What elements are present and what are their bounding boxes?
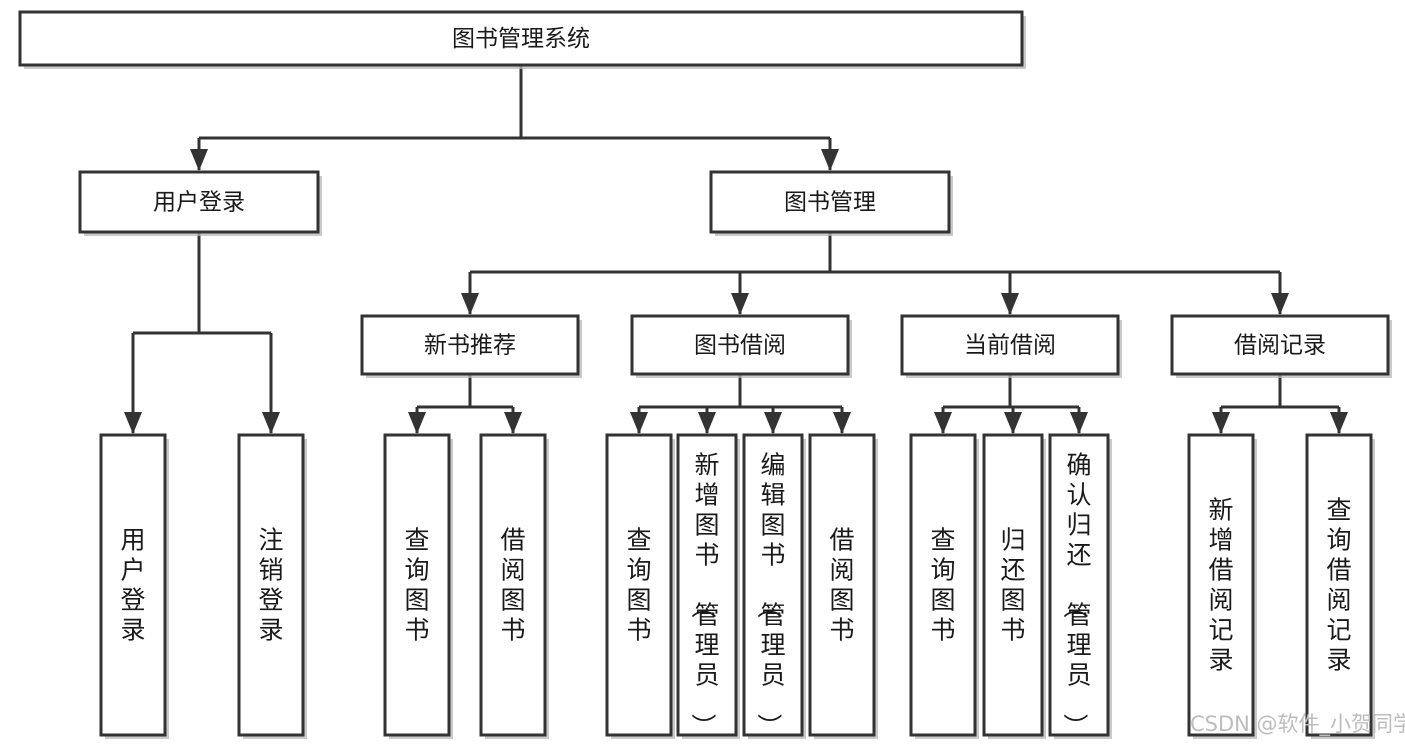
node-label: 当前借阅 xyxy=(964,333,1056,359)
node-label: 注销登录 xyxy=(258,525,283,644)
arrow-head-icon xyxy=(1001,293,1019,315)
csdn-watermark: CSDN @软件_小贺同学 xyxy=(1190,712,1405,737)
arrow-head-icon xyxy=(262,412,280,434)
node-leaf-12[interactable]: 查询借阅记录 xyxy=(1305,433,1375,739)
node-rect[interactable] xyxy=(18,10,1024,67)
node-level2-0[interactable]: 用户登录 xyxy=(78,170,322,236)
node-leaf-2[interactable]: 查询图书 xyxy=(383,433,453,739)
node-rect[interactable] xyxy=(479,433,547,737)
arrow-head-icon xyxy=(124,412,142,434)
node-label: 查询图书 xyxy=(404,525,429,644)
node-label: 确认归还（管理员） xyxy=(1060,450,1091,738)
node-label: 查询图书 xyxy=(626,525,651,644)
arrow-head-icon xyxy=(190,149,208,171)
node-label: 借阅图书 xyxy=(829,525,854,644)
arrow-head-icon xyxy=(698,412,716,434)
arrow-head-icon xyxy=(1070,412,1088,434)
node-level3-0[interactable]: 新书推荐 xyxy=(360,314,582,378)
node-level3-1[interactable]: 图书借阅 xyxy=(630,314,852,378)
arrow-head-icon xyxy=(1004,412,1022,434)
node-rect[interactable] xyxy=(99,433,167,737)
node-label: 用户登录 xyxy=(120,525,145,644)
arrow-head-icon xyxy=(934,412,952,434)
node-rect[interactable] xyxy=(909,433,977,737)
arrow-head-icon xyxy=(731,293,749,315)
node-label: 图书管理系统 xyxy=(452,26,590,52)
node-rect[interactable] xyxy=(676,433,738,737)
arrow-head-icon xyxy=(821,149,839,171)
arrow-head-icon xyxy=(1212,412,1230,434)
node-rect[interactable] xyxy=(630,314,850,376)
node-leaf-10[interactable]: 确认归还（管理员） xyxy=(1048,433,1112,739)
node-leaf-7[interactable]: 借阅图书 xyxy=(808,433,878,739)
node-rect[interactable] xyxy=(237,433,305,737)
node-rect[interactable] xyxy=(709,170,951,234)
node-rect[interactable] xyxy=(1305,433,1373,737)
node-label: 归还图书 xyxy=(1000,525,1025,644)
node-label: 编辑图书（管理员） xyxy=(754,450,785,738)
node-rect[interactable] xyxy=(982,433,1044,737)
node-label: 查询图书 xyxy=(930,525,955,644)
node-rect[interactable] xyxy=(78,170,320,234)
node-rect[interactable] xyxy=(900,314,1120,376)
node-rect[interactable] xyxy=(605,433,673,737)
node-rect[interactable] xyxy=(742,433,804,737)
node-label: 借阅图书 xyxy=(500,525,525,644)
arrow-head-icon xyxy=(833,412,851,434)
node-label: 用户登录 xyxy=(153,190,245,216)
node-level3-2[interactable]: 当前借阅 xyxy=(900,314,1122,378)
node-rect[interactable] xyxy=(383,433,451,737)
node-label: 借阅记录 xyxy=(1234,333,1326,359)
node-label: 新书推荐 xyxy=(424,333,516,359)
node-rect[interactable] xyxy=(1187,433,1255,737)
arrow-head-icon xyxy=(630,412,648,434)
arrow-head-icon xyxy=(504,412,522,434)
node-leaf-6[interactable]: 编辑图书（管理员） xyxy=(742,433,806,739)
node-level3-3[interactable]: 借阅记录 xyxy=(1170,314,1392,378)
arrow-head-icon xyxy=(408,412,426,434)
node-leaf-1[interactable]: 注销登录 xyxy=(237,433,307,739)
node-leaf-3[interactable]: 借阅图书 xyxy=(479,433,549,739)
node-label: 查询借阅记录 xyxy=(1326,495,1351,674)
node-label: 新增借阅记录 xyxy=(1208,495,1233,674)
node-leaf-11[interactable]: 新增借阅记录 xyxy=(1187,433,1257,739)
node-rect[interactable] xyxy=(808,433,876,737)
node-layer: 图书管理系统用户登录图书管理新书推荐图书借阅当前借阅借阅记录用户登录注销登录查询… xyxy=(18,10,1392,739)
node-rect[interactable] xyxy=(360,314,580,376)
node-root-图书管理系统[interactable]: 图书管理系统 xyxy=(18,10,1026,69)
node-leaf-0[interactable]: 用户登录 xyxy=(99,433,169,739)
node-leaf-4[interactable]: 查询图书 xyxy=(605,433,675,739)
node-leaf-9[interactable]: 归还图书 xyxy=(982,433,1046,739)
node-leaf-5[interactable]: 新增图书（管理员） xyxy=(676,433,740,739)
arrow-head-icon xyxy=(764,412,782,434)
node-leaf-8[interactable]: 查询图书 xyxy=(909,433,979,739)
connector-layer xyxy=(124,65,1348,434)
node-rect[interactable] xyxy=(1048,433,1110,737)
arrow-head-icon xyxy=(1330,412,1348,434)
node-label: 图书借阅 xyxy=(694,333,786,359)
node-rect[interactable] xyxy=(1170,314,1390,376)
node-label: 新增图书（管理员） xyxy=(688,450,719,738)
arrow-head-icon xyxy=(1271,293,1289,315)
node-label: 图书管理 xyxy=(784,190,876,216)
node-level2-1[interactable]: 图书管理 xyxy=(709,170,953,236)
arrow-head-icon xyxy=(461,293,479,315)
